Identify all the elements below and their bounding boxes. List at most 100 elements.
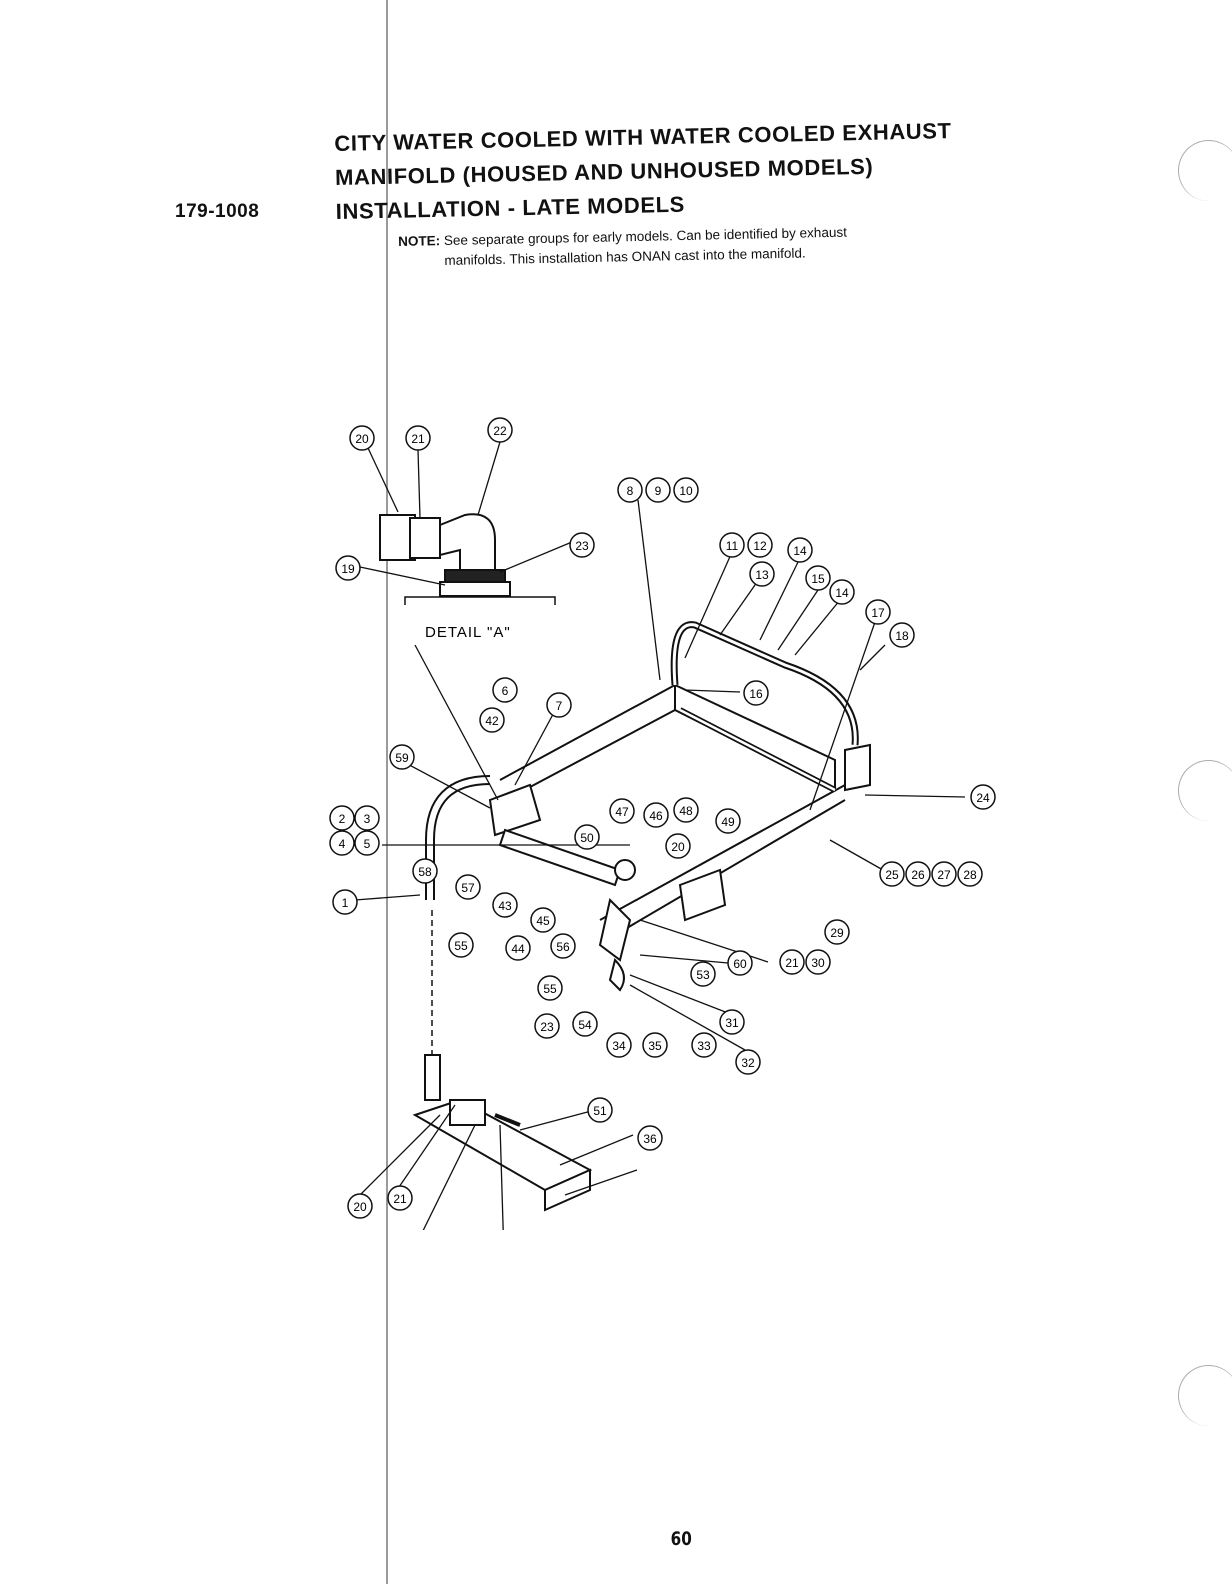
callout-30: 30 <box>805 949 831 975</box>
callout-label: 16 <box>749 687 763 701</box>
callout-50: 50 <box>574 824 600 850</box>
callout-9: 9 <box>645 477 671 503</box>
callout-label: 47 <box>615 805 629 819</box>
callout-27: 27 <box>931 861 957 887</box>
binding-line <box>386 0 388 1584</box>
callout-label: 23 <box>540 1020 554 1034</box>
callout-label: 54 <box>578 1018 592 1032</box>
callout-24: 24 <box>970 784 996 810</box>
callout-label: 30 <box>811 956 825 970</box>
callout-label: 56 <box>556 940 570 954</box>
callout-55: 55 <box>537 975 563 1001</box>
callout-label: 29 <box>830 926 844 940</box>
callout-7: 7 <box>546 692 572 718</box>
detail-a-label: DETAIL "A" <box>425 624 511 641</box>
callout-28: 28 <box>957 861 983 887</box>
callout-label: 14 <box>793 544 807 558</box>
callout-59: 59 <box>389 744 415 770</box>
callout-57: 57 <box>455 874 481 900</box>
callout-label: 43 <box>498 899 512 913</box>
callout-23: 23 <box>534 1013 560 1039</box>
assembly-drawing <box>379 513 871 1212</box>
callout-32: 32 <box>735 1049 761 1075</box>
callout-16: 16 <box>743 680 769 706</box>
callout-45: 45 <box>530 907 556 933</box>
callout-53: 53 <box>690 961 716 987</box>
callout-13: 13 <box>749 561 775 587</box>
callout-label: 23 <box>575 539 589 553</box>
callout-56: 56 <box>550 933 576 959</box>
callout-label: 10 <box>679 484 693 498</box>
leader-lines <box>354 441 966 1230</box>
callout-58: 58 <box>412 858 438 884</box>
callout-label: 6 <box>502 684 509 698</box>
margin-punch-mark <box>1178 140 1232 201</box>
callout-51: 51 <box>587 1097 613 1123</box>
callout-label: 31 <box>725 1016 739 1030</box>
callout-label: 48 <box>679 804 693 818</box>
callout-label: 59 <box>395 751 409 765</box>
callout-21: 21 <box>779 949 805 975</box>
callout-54: 54 <box>572 1011 598 1037</box>
callout-14: 14 <box>829 579 855 605</box>
callout-label: 22 <box>493 424 507 438</box>
callout-label: 3 <box>364 812 371 826</box>
callout-label: 13 <box>755 568 769 582</box>
callout-label: 45 <box>536 914 550 928</box>
callout-18: 18 <box>889 622 915 648</box>
callout-label: 55 <box>454 939 468 953</box>
callout-31: 31 <box>719 1009 745 1035</box>
callout-label: 21 <box>411 432 425 446</box>
callout-12: 12 <box>747 532 773 558</box>
callout-20: 20 <box>349 425 375 451</box>
callout-label: 17 <box>871 606 885 620</box>
callout-label: 50 <box>580 831 594 845</box>
callout-label: 27 <box>937 868 951 882</box>
callout-label: 24 <box>976 791 990 805</box>
callout-label: 44 <box>511 942 525 956</box>
callout-label: 46 <box>649 809 663 823</box>
callout-label: 2 <box>339 812 346 826</box>
callout-44: 44 <box>505 935 531 961</box>
margin-punch-mark <box>1178 760 1232 821</box>
callout-1: 1 <box>332 889 358 915</box>
callout-49: 49 <box>715 808 741 834</box>
callout-15: 15 <box>805 565 831 591</box>
callout-21: 21 <box>387 1185 413 1211</box>
callout-label: 20 <box>671 840 685 854</box>
callout-42: 42 <box>479 707 505 733</box>
callout-6: 6 <box>492 677 518 703</box>
callout-4: 4 <box>329 830 355 856</box>
callout-label: 20 <box>355 432 369 446</box>
page-title: CITY WATER COOLED WITH WATER COOLED EXHA… <box>334 114 953 229</box>
callout-25: 25 <box>879 861 905 887</box>
callout-label: 58 <box>418 865 432 879</box>
callout-label: 20 <box>353 1200 367 1214</box>
callout-2: 2 <box>329 805 355 831</box>
callout-label: 60 <box>733 957 747 971</box>
callout-5: 5 <box>354 830 380 856</box>
callout-55: 55 <box>448 932 474 958</box>
callout-22: 22 <box>487 417 513 443</box>
callout-label: 5 <box>364 837 371 851</box>
callout-label: 25 <box>885 868 899 882</box>
page-code: 179-1008 <box>175 201 260 222</box>
callout-label: 53 <box>696 968 710 982</box>
callout-label: 9 <box>655 484 662 498</box>
callout-label: 19 <box>341 562 355 576</box>
callout-46: 46 <box>643 802 669 828</box>
callout-29: 29 <box>824 919 850 945</box>
callout-8: 8 <box>617 477 643 503</box>
callout-label: 4 <box>339 837 346 851</box>
callout-34: 34 <box>606 1032 632 1058</box>
callout-label: 28 <box>963 868 977 882</box>
callout-label: 14 <box>835 586 849 600</box>
callout-label: 15 <box>811 572 825 586</box>
callout-label: 32 <box>741 1056 755 1070</box>
callout-26: 26 <box>905 861 931 887</box>
callout-label: 21 <box>785 956 799 970</box>
note-label: NOTE: <box>398 233 441 249</box>
callout-label: 7 <box>556 699 563 713</box>
